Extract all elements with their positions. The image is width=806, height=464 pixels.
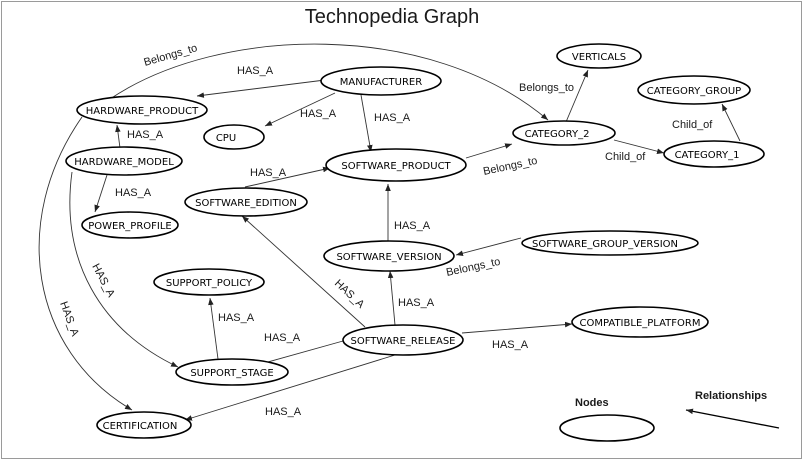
edge-label-child-of: Child_of xyxy=(605,151,646,163)
node-certification: CERTIFICATION xyxy=(96,411,192,439)
legend-nodes-label: Nodes xyxy=(575,397,609,409)
edge-label-has-a: HAS_A xyxy=(265,406,302,418)
node-label: COMPATIBLE_PLATFORM xyxy=(580,318,701,329)
edge-label-has-a: HAS_A xyxy=(218,312,255,324)
node-label: SOFTWARE_PRODUCT xyxy=(341,161,451,172)
edge-label-belongs-to: Belongs_to xyxy=(482,155,538,178)
edge-support-stage-to-support-policy xyxy=(208,297,219,360)
node-software-group-version: SOFTWARE_GROUP_VERSION xyxy=(521,230,699,256)
node-power-profile: POWER_PROFILE xyxy=(81,211,179,239)
edges xyxy=(38,43,741,421)
node-cpu: CPU xyxy=(203,124,265,150)
node-label: HARDWARE_PRODUCT xyxy=(86,106,199,117)
edge-label-has-a: HAS_A xyxy=(237,65,274,77)
edge-label-has-a: HAS_A xyxy=(492,339,529,351)
edge-label-belongs-to: Belongs_to xyxy=(519,82,574,94)
node-category-1: CATEGORY_1 xyxy=(663,140,765,168)
edge-hardware-model-to-power-profile xyxy=(94,174,108,213)
node-hardware-product: HARDWARE_PRODUCT xyxy=(76,95,208,125)
edge-label-has-a: HAS_A xyxy=(57,300,81,339)
edge-label-has-a: HAS_A xyxy=(374,112,411,124)
edge-category-2-to-category-1 xyxy=(613,139,665,154)
node-compatible-platform: COMPATIBLE_PLATFORM xyxy=(571,306,709,338)
edge-label-has-a: HAS_A xyxy=(115,187,152,199)
node-software-product: SOFTWARE_PRODUCT xyxy=(325,148,467,182)
edge-category-2-to-verticals xyxy=(565,69,589,123)
node-label: MANUFACTURER xyxy=(340,77,422,88)
edge-hardware-product-to-certification xyxy=(38,116,133,411)
edge-manufacturer-to-hardware-product xyxy=(196,79,326,98)
legend-relationships-label: Relationships xyxy=(695,390,767,402)
node-label: CATEGORY_GROUP xyxy=(647,86,741,97)
edge-hardware-model-to-hardware-product xyxy=(115,124,121,149)
node-label: SOFTWARE_EDITION xyxy=(195,198,297,209)
node-software-version: SOFTWARE_VERSION xyxy=(323,240,455,272)
edge-label-has-a: HAS_A xyxy=(264,332,301,344)
node-label: CPU xyxy=(216,133,236,144)
edge-software-release-to-compatible-platform xyxy=(461,321,573,334)
edge-software-release-to-software-edition xyxy=(241,215,366,328)
edge-category-1-to-category-group xyxy=(721,103,741,142)
edge-software-group-version-to-software-version xyxy=(455,237,522,256)
edge-label-has-a: HAS_A xyxy=(250,167,287,179)
edge-hardware-product-to-category-2 xyxy=(109,43,549,121)
node-category-2: CATEGORY_2 xyxy=(512,120,616,146)
edge-software-release-to-software-version xyxy=(387,270,396,326)
node-label: SOFTWARE_GROUP_VERSION xyxy=(532,239,678,250)
node-label: VERTICALS xyxy=(572,52,626,63)
edge-software-edition-to-software-product xyxy=(244,166,331,188)
diagram-title: Technopedia Graph xyxy=(305,6,480,28)
node-label: HARDWARE_MODEL xyxy=(74,157,174,168)
edge-label-has-a: HAS_A xyxy=(300,108,337,120)
node-manufacturer: MANUFACTURER xyxy=(320,66,442,96)
node-verticals: VERTICALS xyxy=(556,43,642,69)
edge-manufacturer-to-cpu xyxy=(264,92,336,127)
node-label: CATEGORY_1 xyxy=(675,150,740,161)
edge-label-has-a: HAS_A xyxy=(332,277,367,311)
edge-label-has-a: HAS_A xyxy=(127,129,164,141)
node-label: SUPPORT_POLICY xyxy=(166,278,253,289)
node-category-group: CATEGORY_GROUP xyxy=(637,75,751,105)
legend-relationship-arrow xyxy=(685,408,780,429)
edge-label-belongs-to: Belongs_to xyxy=(143,42,199,69)
node-label: SUPPORT_STAGE xyxy=(190,368,273,379)
node-support-policy: SUPPORT_POLICY xyxy=(153,268,265,296)
node-support-stage: SUPPORT_STAGE xyxy=(175,358,289,386)
nodes: MANUFACTURER HARDWARE_PRODUCT CPU HARDWA… xyxy=(65,43,765,439)
node-label: POWER_PROFILE xyxy=(88,221,172,232)
edge-label-child-of: Child_of xyxy=(672,119,713,131)
node-software-edition: SOFTWARE_EDITION xyxy=(184,187,308,217)
edge-label-has-a: HAS_A xyxy=(398,297,435,309)
legend-node-shape xyxy=(559,414,655,442)
edge-manufacturer-to-software-product xyxy=(360,94,373,153)
node-label: SOFTWARE_RELEASE xyxy=(350,336,455,347)
node-hardware-model: HARDWARE_MODEL xyxy=(65,146,183,176)
node-label: CERTIFICATION xyxy=(103,421,178,432)
edge-software-release-to-certification xyxy=(184,354,396,421)
legend: Nodes Relationships xyxy=(559,390,780,442)
node-label: SOFTWARE_VERSION xyxy=(336,252,441,263)
edge-software-product-to-category-2 xyxy=(465,143,513,159)
node-software-release: SOFTWARE_RELEASE xyxy=(342,324,464,356)
edge-label-has-a: HAS_A xyxy=(89,262,117,300)
edge-label-has-a: HAS_A xyxy=(394,220,431,232)
node-label: CATEGORY_2 xyxy=(525,129,590,140)
edge-hardware-model-to-support-stage xyxy=(69,171,179,368)
